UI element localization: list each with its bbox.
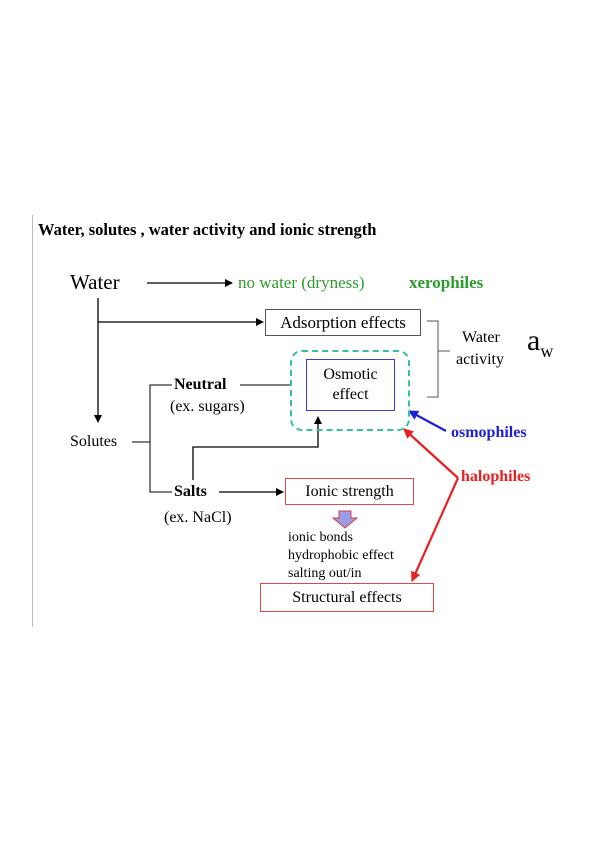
node-ionic-strength: Ionic strength: [285, 478, 414, 505]
label-salts-example: (ex. NaCl): [164, 509, 232, 526]
osmotic-label-2: effect: [332, 386, 369, 403]
arrow-halophiles-up: [403, 428, 459, 479]
node-osmotic-effect: Osmotic effect: [306, 359, 395, 411]
node-adsorption-effects: Adsorption effects: [265, 309, 421, 336]
arrow-halophiles-down: [410, 477, 460, 582]
aw-main: a: [527, 324, 541, 357]
node-water: Water: [70, 270, 120, 294]
structural-label: Structural effects: [292, 588, 402, 606]
ionic-strength-label: Ionic strength: [305, 482, 394, 500]
solutes-bracket: [149, 384, 172, 493]
osmotic-label-1: Osmotic: [323, 366, 378, 383]
adsorption-label: Adsorption effects: [280, 312, 406, 332]
node-no-water: no water (dryness): [238, 273, 365, 292]
node-salts: Salts: [174, 483, 207, 500]
block-arrow-icon: [331, 510, 359, 529]
node-solutes: Solutes: [70, 433, 118, 450]
water-activity-bracket: [427, 320, 439, 398]
label-water-activity-1: Water: [462, 329, 500, 346]
node-neutral: Neutral: [174, 376, 227, 393]
label-xerophiles: xerophiles: [409, 273, 484, 292]
arrow-osmophiles: [408, 410, 447, 432]
left-margin-rule: [32, 215, 33, 627]
label-salting: salting out/in: [288, 566, 362, 581]
label-osmophiles: osmophiles: [451, 424, 527, 441]
label-ionic-bonds: ionic bonds: [288, 530, 353, 545]
label-water-activity-2: activity: [456, 351, 504, 368]
label-halophiles: halophiles: [461, 468, 531, 485]
arrow-salts-to-osmotic: [192, 416, 322, 480]
osmotic-dashed-group: [290, 350, 410, 431]
label-neutral-example: (ex. sugars): [170, 398, 245, 415]
node-structural-effects: Structural effects: [260, 583, 434, 612]
label-aw: aw: [527, 324, 553, 362]
aw-sub: w: [540, 341, 554, 361]
page-title: Water, solutes , water activity and ioni…: [38, 220, 377, 239]
label-hydrophobic-effect: hydrophobic effect: [288, 548, 394, 563]
